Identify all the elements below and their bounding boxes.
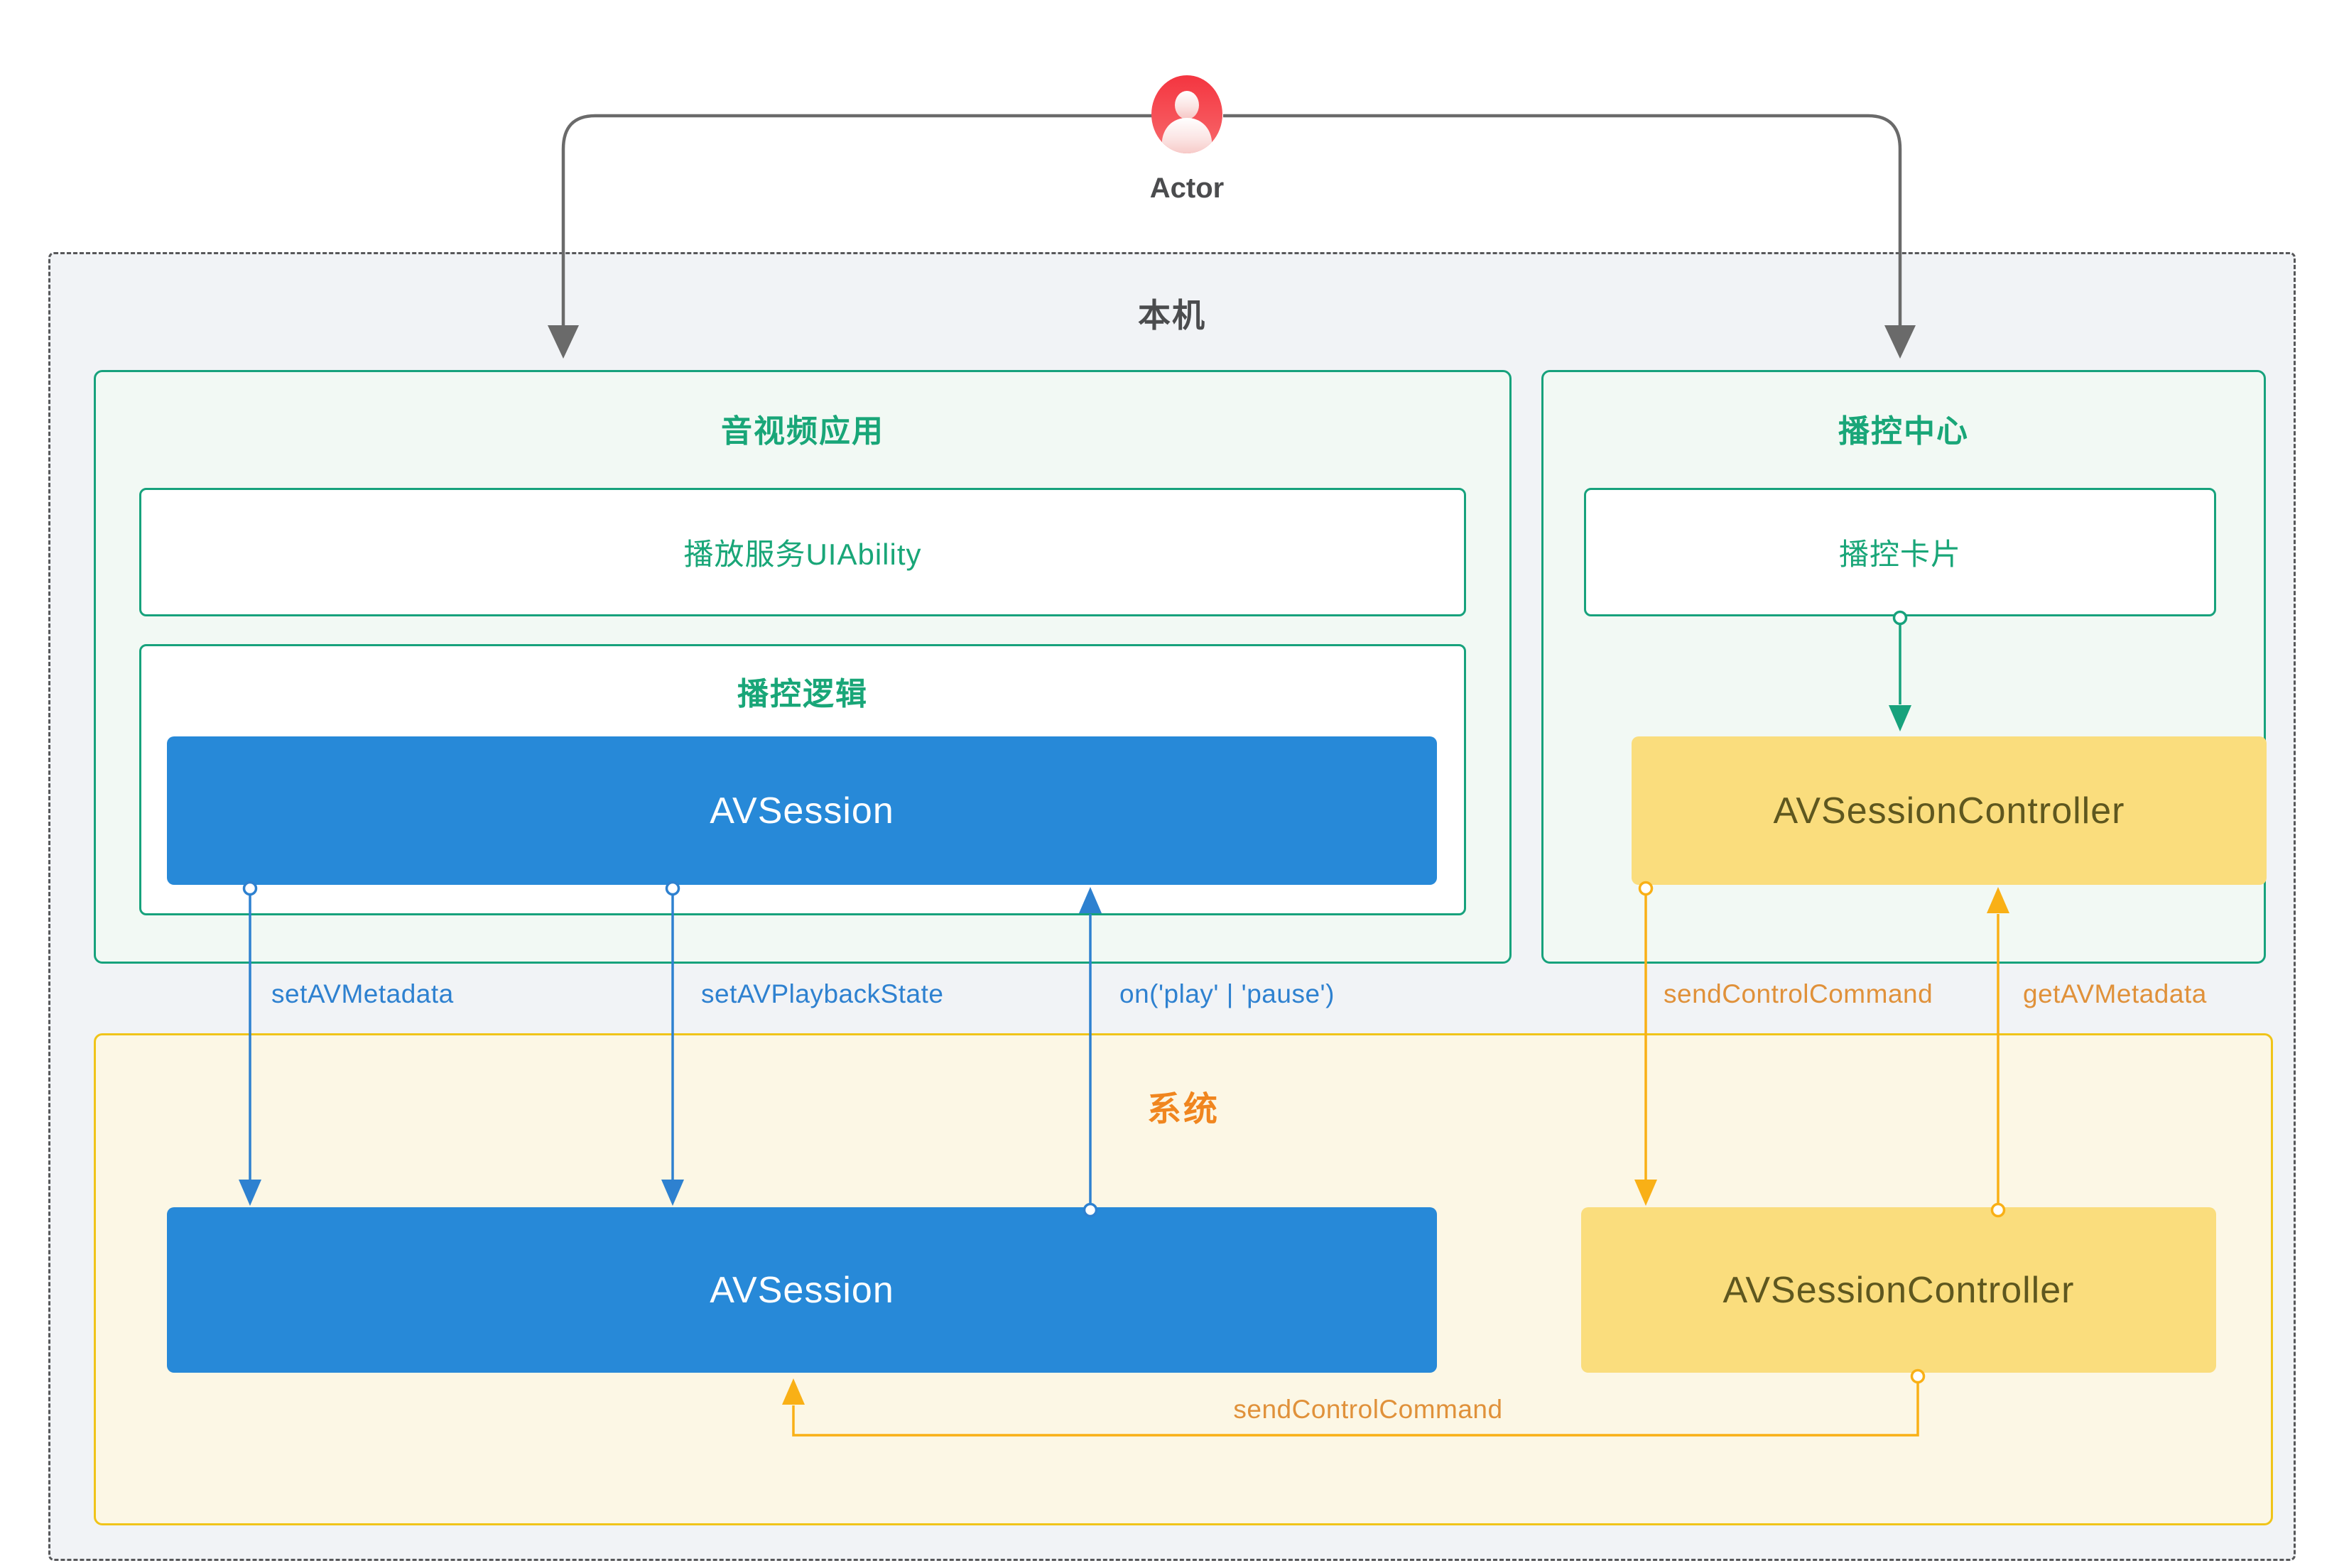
edge-label-send-control-command-loop: sendControlCommand [1233, 1395, 1503, 1424]
playback-service-uiability-label: 播放服务UIAbility [683, 538, 922, 571]
av-app-box: 音视频应用 播放服务UIAbility 播控逻辑 AVSession [94, 370, 1512, 964]
avsession-app-box: AVSession [167, 736, 1437, 885]
avsession-controller-center-box: AVSessionController [1632, 736, 2267, 885]
control-center-box: 播控中心 播控卡片 AVSessionController [1541, 370, 2267, 964]
person-silhouette-icon [1162, 91, 1212, 153]
actor-icon [1151, 75, 1222, 153]
edge-label-on-play-pause: on('play' | 'pause') [1119, 979, 1335, 1008]
playback-service-uiability-box: 播放服务UIAbility [139, 488, 1466, 616]
local-device-title: 本机 [1138, 297, 1206, 334]
avsession-system-label: AVSession [710, 1269, 894, 1311]
playback-logic-title: 播控逻辑 [737, 677, 868, 712]
control-card-box: 播控卡片 [1584, 488, 2216, 616]
control-card-label: 播控卡片 [1838, 538, 1961, 571]
control-center-title: 播控中心 [1838, 414, 1969, 449]
edge-label-set-av-metadata: setAVMetadata [271, 979, 454, 1008]
avsession-controller-system-label: AVSessionController [1722, 1269, 2075, 1311]
actor-label: Actor [1149, 173, 1225, 204]
edge-label-set-av-playback-state: setAVPlaybackState [701, 979, 944, 1008]
edge-label-send-control-command: sendControlCommand [1664, 979, 1933, 1008]
system-title: 系统 [1146, 1091, 1220, 1128]
avsession-controller-center-label: AVSessionController [1773, 790, 2125, 832]
avsession-system-box: AVSession [167, 1207, 1437, 1373]
av-app-title: 音视频应用 [721, 414, 884, 449]
avsession-controller-system-box: AVSessionController [1581, 1207, 2216, 1373]
system-box: 系统 AVSession AVSessionController [94, 1033, 2273, 1525]
local-device-box: 本机 音视频应用 播放服务UIAbility 播控逻辑 AVSession 播控… [48, 252, 2296, 1561]
edge-label-get-av-metadata: getAVMetadata [2023, 979, 2207, 1008]
avsession-app-label: AVSession [710, 790, 894, 832]
playback-logic-box: 播控逻辑 AVSession [139, 644, 1466, 915]
